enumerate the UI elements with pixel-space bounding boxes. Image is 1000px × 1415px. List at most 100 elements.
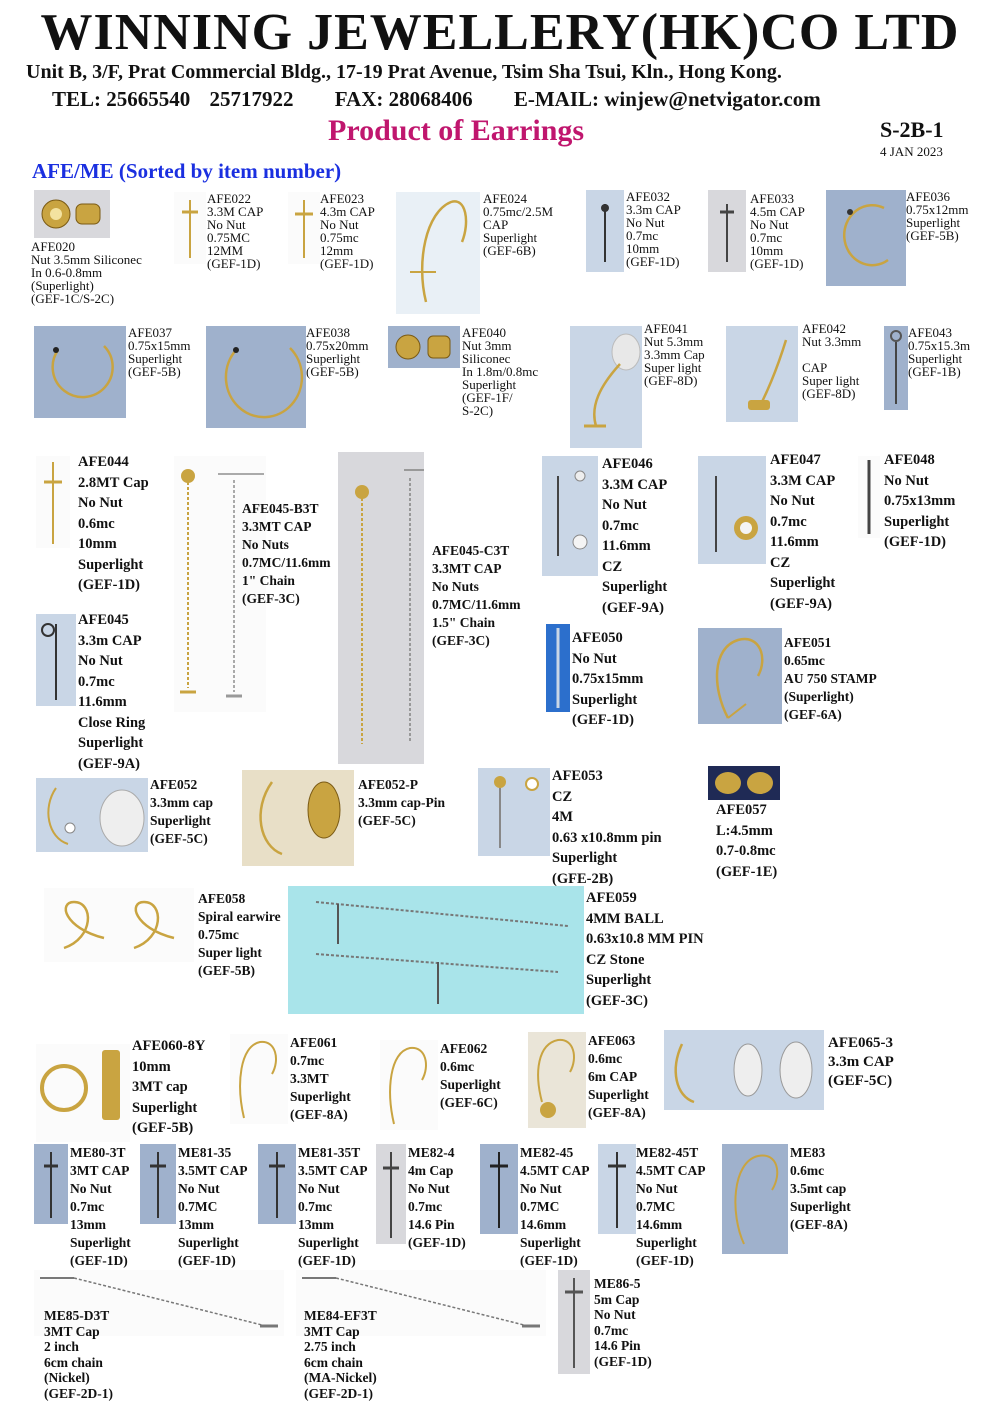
item-code: AFE045-C3T (432, 543, 510, 558)
item-spec-line: 3.3MT CAP (242, 519, 312, 534)
item-spec-line: 3MT CAP (70, 1163, 130, 1178)
item-spec-line: (Superlight) (784, 689, 854, 704)
item-spec-line: Superlight (128, 351, 183, 366)
item-code: AFE038 (306, 325, 351, 340)
item-spec-line: 0.7MC (178, 1199, 218, 1214)
item-spec-line: 3.3mm Cap (644, 347, 705, 362)
item-spec-line: (GEF-3C) (586, 992, 649, 1009)
item-spec-line: CZ Stone (586, 951, 645, 968)
item-spec-line: 0.63x10.8 MM PIN (586, 931, 704, 947)
item-spec-line: 4.5m CAP (750, 204, 805, 219)
item-spec-line: (GEF-3C) (432, 633, 490, 648)
product-photo-afe043 (884, 326, 908, 410)
item-spec-line: (GEF-1D) (408, 1235, 466, 1250)
item-spec-line: 10mm (78, 536, 117, 552)
item-spec-line: 1" Chain (242, 573, 295, 588)
item-spec-line: 0.7mc (70, 1199, 105, 1214)
item-spec-line: Nut 3mm (462, 338, 512, 353)
item-spec-line: No Nut (178, 1181, 220, 1196)
item-spec-line: Superlight (636, 1235, 697, 1250)
item-spec-line: Superlight (520, 1235, 581, 1250)
item-spec-line: No Nut (572, 650, 617, 667)
item-spec-line: No Nut (884, 472, 929, 489)
item-spec-line: Superlight (790, 1199, 851, 1214)
item-spec-line: 0.7mc (298, 1199, 333, 1214)
product-photo-me81-35t (258, 1144, 296, 1224)
item-spec-line: (GEF-1D) (78, 577, 141, 593)
item-spec-line: Superlight (70, 1235, 131, 1250)
product-photo-afe053 (478, 768, 550, 856)
item-spec-line: No Nut (78, 653, 123, 669)
item-spec-line: (GEF-1C/S-2C) (31, 291, 115, 306)
item-spec-line: (GEF-9A) (78, 755, 141, 772)
item-code: AFE020 (31, 239, 76, 254)
item-spec-line: (GEF-9A) (770, 595, 833, 612)
item-code: AFE033 (750, 191, 795, 206)
item-code: AFE060-8Y (132, 1038, 206, 1054)
item-spec-line: 3.3m CAP (78, 632, 142, 649)
item-spec-line: 0.7MC/11.6mm (432, 597, 521, 612)
item-spec-line: (GEF-1D) (594, 1353, 652, 1369)
item-code: AFE059 (586, 890, 637, 906)
item-spec-line: 10mm (132, 1058, 171, 1075)
product-photo-afe052-p (242, 770, 354, 866)
product-photo-afe045-b3t (174, 456, 266, 712)
product-photo-me80-3t (34, 1144, 68, 1224)
item-spec-line: 1.5" Chain (432, 615, 496, 630)
item-spec-line: 3MT cap (132, 1079, 188, 1095)
product-photo-afe048 (858, 456, 880, 538)
item-spec-line: (GEF-1D) (320, 256, 374, 271)
product-photo-afe050 (546, 624, 570, 712)
section-heading: AFE/ME (Sorted by item number) (32, 159, 342, 183)
item-spec-line: No Nut (207, 217, 246, 232)
product-photo-afe040 (388, 326, 460, 368)
product-photo-afe036 (826, 190, 906, 286)
item-spec-line: 3MT Cap (44, 1323, 100, 1339)
product-photo-afe047 (698, 456, 766, 564)
item-spec-line: 0.7mc (594, 1322, 629, 1338)
item-spec-line: 10mm (626, 241, 660, 256)
item-spec-line: AU 750 STAMP (784, 671, 877, 686)
item-code: ME81-35 (178, 1145, 232, 1160)
item-code: AFE044 (78, 454, 129, 470)
item-code: AFE061 (290, 1035, 338, 1050)
item-spec-line: (GEF-5B) (132, 1120, 194, 1136)
item-spec-line: 3.5MT CAP (298, 1163, 368, 1178)
item-code: AFE023 (320, 191, 365, 206)
item-spec-line: 0.7MC (520, 1199, 560, 1214)
item-spec-line: (GEF-1D) (178, 1253, 236, 1268)
item-spec-line: Superlight (298, 1235, 359, 1250)
product-photo-me82-4 (376, 1144, 406, 1244)
item-spec-line: (GEF-1D) (750, 256, 804, 271)
company-address: Unit B, 3/F, Prat Commercial Bldg., 17-1… (26, 61, 782, 83)
item-spec-line: 0.7MC (636, 1199, 676, 1214)
item-spec-line: 11.6mm (78, 694, 127, 710)
item-spec-line: 0.75mc (320, 230, 359, 245)
item-spec-line: 6cm chain (304, 1354, 363, 1370)
item-spec-line: (GEF-2D-1) (44, 1385, 113, 1401)
item-code: AFE063 (588, 1033, 636, 1048)
item-spec-line: 3.3M CAP (207, 204, 264, 219)
item-spec-line: (GEF-8D) (802, 386, 856, 401)
item-spec-line: 0.75x13mm (884, 493, 956, 509)
item-spec-line: Superlight (602, 579, 668, 595)
item-spec-line: In 0.6-0.8mm (31, 265, 103, 280)
item-spec-line: (GEF-5B) (128, 364, 181, 379)
item-spec-line: (GEF-1D) (884, 534, 947, 550)
